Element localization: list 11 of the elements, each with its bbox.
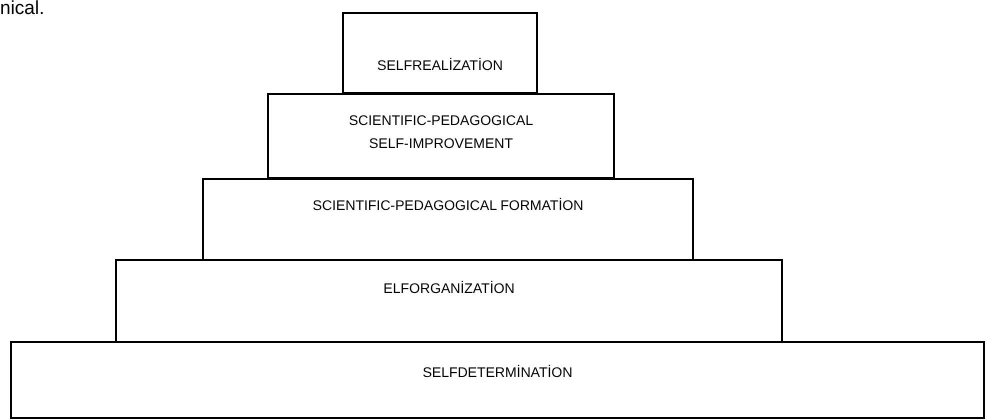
pyramid-level-box xyxy=(202,178,694,261)
level-label: SELFDETERMİNATİON xyxy=(422,363,574,382)
level-label: SCIENTIFIC-PEDAGOGICAL FORMATİON xyxy=(312,196,584,215)
pyramid-level-box xyxy=(10,341,985,419)
level-label: ELFORGANİZATİON xyxy=(382,279,516,298)
pyramid-level-box xyxy=(267,93,615,179)
pyramid-level-box xyxy=(115,259,783,343)
pyramid-level-box xyxy=(342,12,538,94)
note-text: nical. xyxy=(0,0,44,19)
level-label: SCIENTIFIC-PEDAGOGICAL SELF-IMPROVEMENT xyxy=(348,111,534,153)
level-label: SELFREALİZATİON xyxy=(376,56,504,75)
